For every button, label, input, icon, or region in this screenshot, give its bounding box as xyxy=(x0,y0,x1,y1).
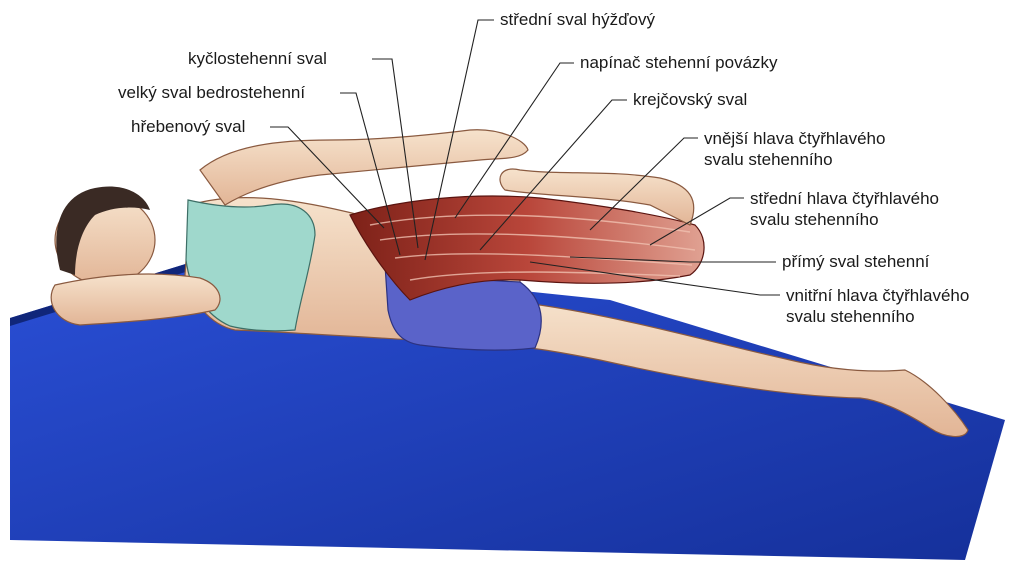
label-stredni-sval-hyzdovy: střední sval hýžďový xyxy=(500,10,655,30)
label-napinac-stehenni-povazky: napínač stehenní povázky xyxy=(580,53,778,73)
thigh-muscles xyxy=(350,196,704,300)
label-stredni-hlava: střední hlava čtyřhlavého svalu stehenní… xyxy=(750,188,939,230)
label-velky-sval-bedrostehenni: velký sval bedrostehenní xyxy=(118,83,305,103)
label-vnejsi-hlava-line2: svalu stehenního xyxy=(704,149,885,170)
label-krejcovsky-sval: krejčovský sval xyxy=(633,90,747,110)
label-primy-sval-stehenni: přímý sval stehenní xyxy=(782,252,929,272)
arm xyxy=(200,130,528,205)
label-hrebenovy-sval: hřebenový sval xyxy=(131,117,245,137)
label-stredni-hlava-line2: svalu stehenního xyxy=(750,209,939,230)
label-vnitrni-hlava: vnitřní hlava čtyřhlavého svalu stehenní… xyxy=(786,285,969,327)
label-vnejsi-hlava: vnější hlava čtyřhlavého svalu stehenníh… xyxy=(704,128,885,170)
label-vnejsi-hlava-line1: vnější hlava čtyřhlavého xyxy=(704,128,885,149)
label-kyclostehenni-sval: kyčlostehenní sval xyxy=(188,49,327,69)
label-vnitrni-hlava-line1: vnitřní hlava čtyřhlavého xyxy=(786,285,969,306)
label-vnitrni-hlava-line2: svalu stehenního xyxy=(786,306,969,327)
label-stredni-hlava-line1: střední hlava čtyřhlavého xyxy=(750,188,939,209)
